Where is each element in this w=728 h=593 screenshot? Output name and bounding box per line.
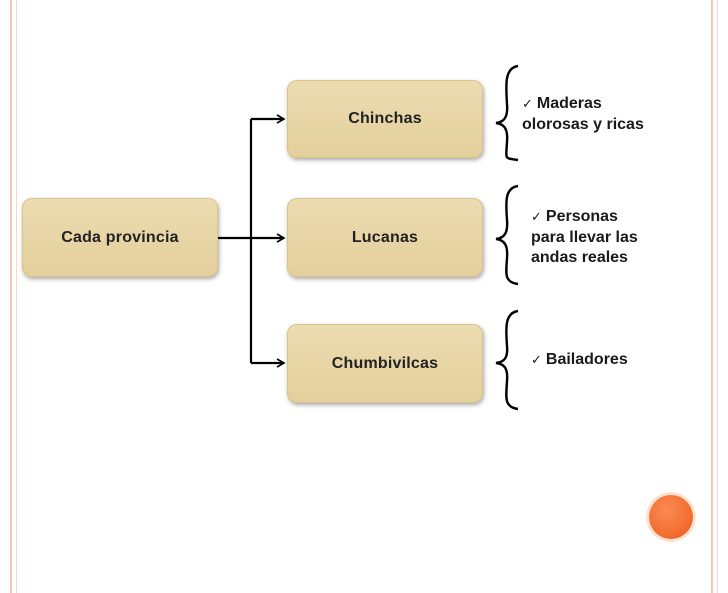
- node-label: Cada provincia: [61, 228, 179, 246]
- note-chinchas: ✓Maderas olorosas y ricas: [522, 94, 692, 135]
- check-icon: ✓: [522, 97, 533, 112]
- orange-circle-decoration: [649, 495, 693, 539]
- left-border-rule-inner: [16, 0, 17, 593]
- node-label: Chumbivilcas: [331, 354, 439, 372]
- check-icon: ✓: [531, 353, 542, 368]
- right-border-rule: [711, 0, 713, 593]
- note-text: Personas: [545, 208, 618, 225]
- node-label: Chinchas: [348, 110, 422, 127]
- node-cada-provincia: Cada provincia: [22, 198, 218, 277]
- node-chinchas: Chinchas: [287, 80, 483, 158]
- curly-brace-lucanas: [495, 184, 519, 286]
- right-border-rule-inner: [717, 0, 718, 593]
- note-line: ✓Bailadores: [531, 350, 681, 371]
- note-chumbivilcas: ✓Bailadores: [531, 350, 681, 371]
- note-text: Bailadores: [545, 351, 628, 368]
- check-icon: ✓: [531, 210, 542, 225]
- node-lucanas: Lucanas: [287, 198, 483, 277]
- curly-brace-chumbivilcas: [495, 309, 519, 411]
- note-lucanas: ✓Personas para llevar las andas reales: [531, 207, 681, 268]
- node-chumbivilcas: Chumbivilcas: [287, 324, 483, 403]
- note-line: andas reales: [531, 249, 628, 266]
- note-line: olorosas y ricas: [522, 116, 644, 133]
- curly-brace-chinchas: [495, 64, 519, 162]
- note-text: Maderas: [536, 95, 602, 112]
- node-label: Lucanas: [351, 228, 419, 246]
- note-line: ✓Personas: [531, 207, 681, 228]
- left-border-rule: [10, 0, 12, 593]
- note-line: ✓Maderas: [522, 94, 692, 115]
- note-line: para llevar las: [531, 229, 638, 246]
